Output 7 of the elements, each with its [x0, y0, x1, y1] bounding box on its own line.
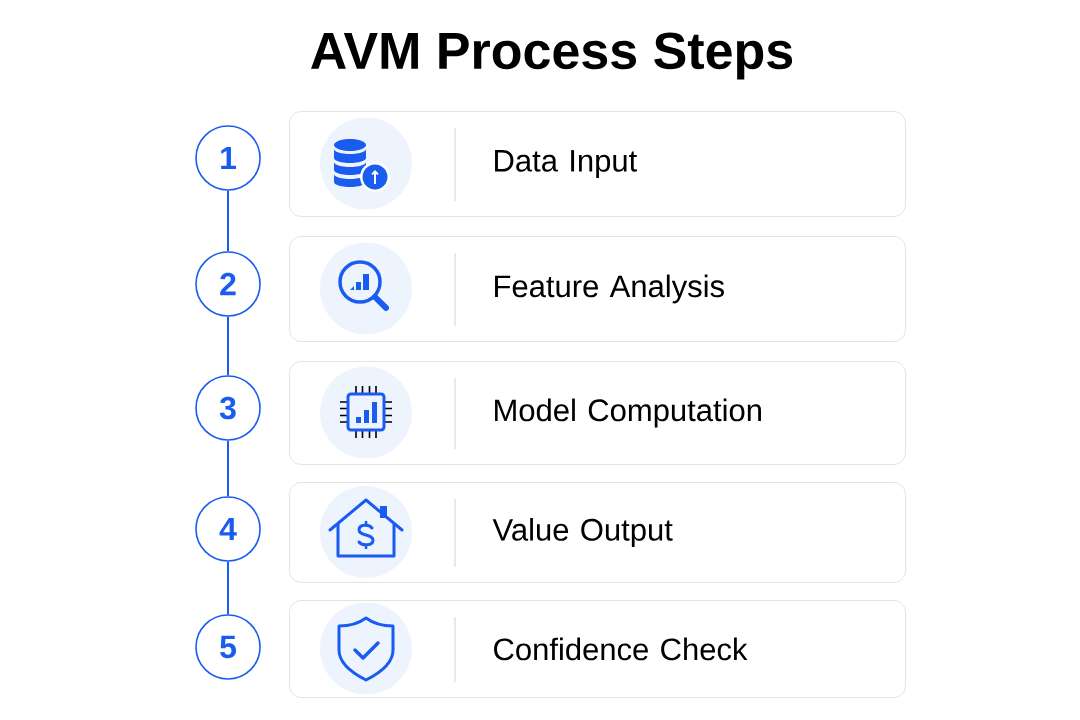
connector-line [227, 315, 229, 377]
connector-line [227, 439, 229, 498]
title: AVM Process Steps [311, 32, 793, 80]
connector-line [227, 560, 229, 616]
step-card: Feature Analysis [289, 236, 906, 342]
connector-line [227, 189, 229, 253]
step-card: Data Input [289, 111, 906, 217]
